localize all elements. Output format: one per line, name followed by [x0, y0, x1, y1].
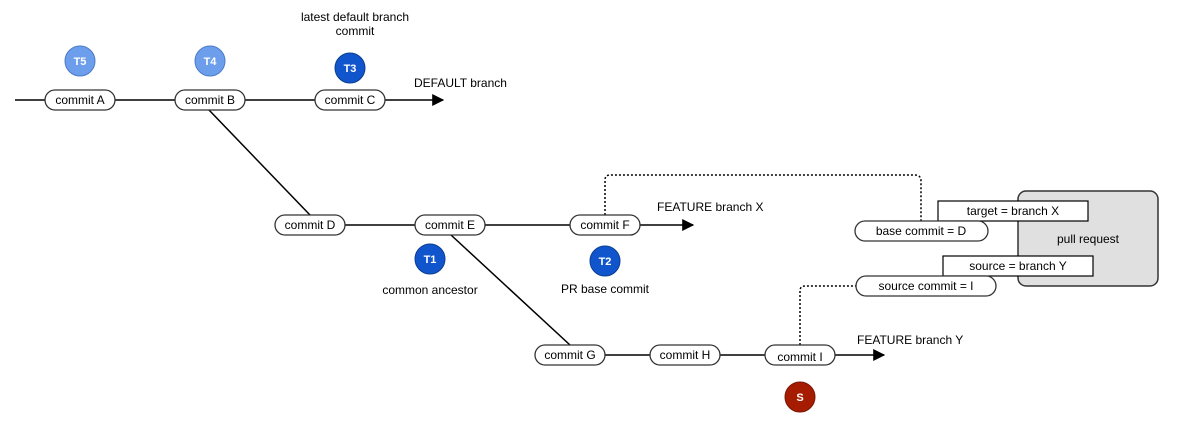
edge-e-to-g — [450, 234, 571, 346]
pr-base-commit-annotation: PR base commit — [561, 282, 650, 296]
commit-d[interactable]: commit D — [274, 214, 346, 236]
pr-source-field: source = branch Y — [942, 255, 1094, 277]
common-ancestor-annotation: common ancestor — [382, 283, 477, 297]
commit-h-label: commit H — [660, 348, 711, 362]
commit-h[interactable]: commit H — [649, 344, 721, 366]
commit-f-label: commit F — [580, 218, 629, 232]
feature-x-branch-label: FEATURE branch X — [657, 200, 763, 214]
commit-e-label: commit E — [425, 218, 475, 232]
commit-g-label: commit G — [544, 348, 595, 362]
pr-target-field: target = branch X — [937, 200, 1089, 222]
marker-s: S — [784, 381, 816, 413]
commit-f[interactable]: commit F — [569, 214, 641, 236]
marker-t5: T5 — [64, 45, 96, 77]
commit-b-label: commit B — [185, 93, 235, 107]
marker-s-label: S — [796, 392, 803, 404]
commit-g[interactable]: commit G — [534, 344, 606, 366]
commit-c[interactable]: commit C — [314, 89, 386, 111]
commit-i[interactable]: commit I — [764, 344, 836, 366]
commit-a-label: commit A — [55, 93, 104, 107]
marker-t2-label: T2 — [599, 256, 612, 268]
latest-default-annotation-line1: latest default branch — [301, 10, 409, 24]
marker-t3: T3 — [334, 52, 366, 84]
marker-t3-label: T3 — [344, 63, 357, 75]
commit-b[interactable]: commit B — [174, 89, 246, 111]
pr-source-text: source = branch Y — [969, 259, 1067, 273]
commit-d-label: commit D — [285, 218, 336, 232]
marker-t5-label: T5 — [74, 56, 87, 68]
edge-b-to-d — [208, 109, 311, 216]
pr-base-commit-field: base commit = D — [854, 220, 989, 242]
marker-t1: T1 — [414, 243, 446, 275]
pr-base-commit-text: base commit = D — [876, 224, 967, 238]
marker-t2: T2 — [589, 245, 621, 277]
feature-y-branch-label: FEATURE branch Y — [857, 333, 963, 347]
marker-t4: T4 — [194, 45, 226, 77]
pull-request-label: pull request — [1057, 232, 1120, 246]
pr-source-commit-field: source commit = I — [855, 275, 997, 297]
commit-e[interactable]: commit E — [414, 214, 486, 236]
commit-c-label: commit C — [325, 93, 376, 107]
latest-default-annotation-line2: commit — [336, 24, 375, 38]
marker-t1-label: T1 — [424, 254, 437, 266]
pr-target-text: target = branch X — [967, 204, 1059, 218]
default-branch-label: DEFAULT branch — [414, 76, 507, 90]
commit-a[interactable]: commit A — [44, 89, 116, 111]
source-commit-connector — [799, 285, 856, 345]
marker-t4-label: T4 — [204, 56, 218, 68]
base-commit-connector — [604, 174, 922, 221]
pr-source-commit-text: source commit = I — [878, 279, 973, 293]
commit-i-label: commit I — [777, 350, 822, 364]
